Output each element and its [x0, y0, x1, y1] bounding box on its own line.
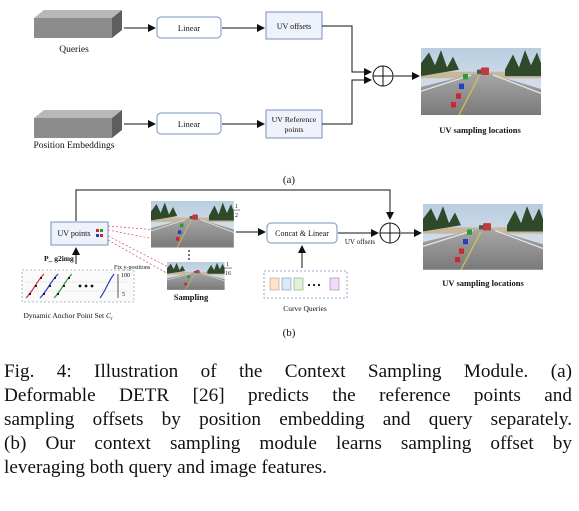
panel-a: Queries Position Embeddings Linear Linea… [33, 10, 542, 186]
uv-points-box [50, 221, 109, 246]
linear-bottom-label: Linear [178, 119, 200, 129]
result-image-b [422, 203, 544, 271]
panel-b: UV points P_ g2img Fix y-positions 100 5… [21, 189, 544, 339]
queries-block [34, 10, 122, 38]
queries-label: Queries [59, 45, 89, 55]
y-100-label: 100 [121, 273, 130, 279]
uv-points-label: UV points [58, 229, 91, 238]
scaled-image-half [150, 200, 235, 248]
y-5-label: 5 [122, 292, 125, 298]
position-embeddings-label: Position Embeddings [33, 141, 114, 151]
caption-line-4: (b) Our context sampling module learns s… [4, 433, 572, 454]
caption-line-1: Fig. 4: Illustration of the Context Samp… [4, 361, 572, 382]
caption-line-3: sampling offsets by position embedding a… [4, 409, 572, 430]
sum-operator-icon [372, 65, 394, 87]
scaled-image-sixteenth [166, 261, 225, 291]
curve-queries-label: Curve Queries [283, 304, 327, 313]
p-g2img-label: P_ g2img [44, 254, 74, 263]
fix-y-label: Fix y-positions [114, 265, 151, 271]
sampling-label: Sampling [174, 292, 209, 302]
scale-1-label: 1 [235, 204, 238, 210]
scale-1b-label: 1 [226, 262, 229, 268]
position-embeddings-block [34, 110, 122, 138]
uv-reference-line2: points [284, 125, 303, 134]
linear-top-label: Linear [178, 23, 200, 33]
uv-reference-box [265, 109, 323, 139]
uv-reference-line1: UV Reference [272, 115, 317, 124]
sum-operator-icon-b [379, 222, 401, 244]
linear-box-top [156, 16, 222, 39]
anchor-set-label: Dynamic Anchor Point Set Ci [23, 311, 113, 322]
uv-offsets-label-b: UV offsets [345, 238, 376, 246]
concat-linear-label: Concat & Linear [275, 229, 329, 238]
figure-caption: Fig. 4: Illustration of the Context Samp… [4, 360, 572, 480]
uv-offsets-label: UV offsets [277, 22, 312, 31]
figure: Queries Position Embeddings Linear Linea… [21, 10, 544, 339]
result-label-a: UV sampling locations [439, 125, 521, 135]
scale-16-label: 16 [225, 271, 231, 277]
result-image-a [420, 47, 542, 116]
panel-label-b: (b) [283, 327, 296, 339]
concat-linear-box [266, 222, 338, 244]
caption-line-2: Deformable DETR [26] predicts the refere… [4, 385, 572, 406]
anchor-point-plot [21, 269, 135, 303]
scale-2-label: 2 [235, 213, 238, 219]
panel-label-a: (a) [283, 174, 296, 186]
linear-box-bottom [156, 112, 222, 135]
result-label-b: UV sampling locations [442, 278, 524, 288]
caption-line-5: leveraging both query and image features… [4, 457, 327, 478]
curve-query-tokens [269, 277, 340, 291]
